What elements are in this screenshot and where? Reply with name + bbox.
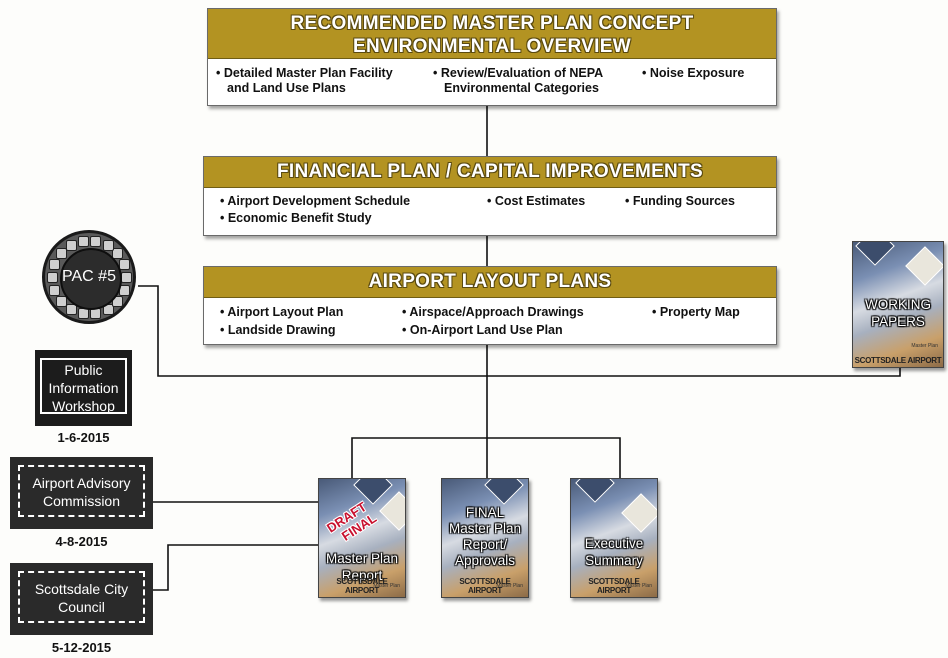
connector-pac-working <box>138 285 901 377</box>
workshop-line3: Workshop <box>52 398 115 414</box>
pac-meeting-table-icon: PAC #5 <box>42 230 136 324</box>
public-information-workshop-box: Public Information Workshop <box>35 350 132 426</box>
workshop-date: 1-6-2015 <box>57 430 110 445</box>
pac-seat <box>47 272 58 283</box>
environmental-title-line2: ENVIRONMENTAL OVERVIEW <box>353 36 631 57</box>
cover-shard <box>379 491 405 531</box>
final-master-plan-report-book: FINAL Master Plan Report/ Approvals Mast… <box>441 478 529 598</box>
working-papers-book: WORKING PAPERS Master Plan SCOTTSDALE AI… <box>852 241 944 368</box>
financial-plan-panel: FINANCIAL PLAN / CAPITAL IMPROVEMENTS • … <box>203 156 777 236</box>
draft-book-subtitle: Master Plan <box>373 583 400 589</box>
final-book-subtitle: Master Plan <box>496 583 523 589</box>
financial-item-4: • Funding Sources <box>625 194 735 208</box>
environmental-item-3: • Noise Exposure <box>642 66 745 80</box>
executive-book-line2: Summary <box>585 553 643 568</box>
working-papers-line2: PAPERS <box>871 314 925 329</box>
pac-seat <box>77 235 89 247</box>
pac-seat <box>102 239 114 251</box>
pac-seat <box>49 284 61 296</box>
pac-seat <box>49 259 61 271</box>
workshop-line2: Information <box>48 380 119 396</box>
pac-seat <box>112 248 124 260</box>
pac-seat <box>112 295 124 307</box>
layout-item-1: • Airport Layout Plan <box>220 305 344 319</box>
working-papers-footer: SCOTTSDALE AIRPORT <box>854 356 942 365</box>
commission-line1: Airport Advisory <box>32 475 131 491</box>
commission-line2: Commission <box>42 493 120 509</box>
connector-outputs-bracket <box>351 437 621 478</box>
working-papers-subtitle: Master Plan <box>911 343 938 349</box>
cover-shard <box>621 493 657 533</box>
workshop-line1: Public <box>64 362 103 378</box>
executive-summary-book: Executive Summary Master Plan SCOTTSDALE… <box>570 478 658 598</box>
council-line1: Scottsdale City <box>34 581 129 597</box>
cover-shard <box>484 479 524 505</box>
cover-shard <box>905 246 943 286</box>
pac-seat <box>90 235 102 247</box>
layout-item-5: • Property Map <box>652 305 740 319</box>
layout-item-3: • Airspace/Approach Drawings <box>402 305 584 319</box>
connector-council-draft <box>153 544 318 591</box>
airport-layout-plans-panel: AIRPORT LAYOUT PLANS • Airport Layout Pl… <box>203 266 777 345</box>
council-line2: Council <box>58 599 105 615</box>
pac-seat <box>55 248 67 260</box>
draft-final-master-plan-book: DRAFT FINAL Master Plan Report Master Pl… <box>318 478 406 598</box>
executive-book-subtitle: Master Plan <box>625 583 652 589</box>
pac-seat <box>65 304 77 316</box>
draft-book-footer: SCOTTSDALE AIRPORT <box>336 577 388 595</box>
financial-item-2: • Economic Benefit Study <box>220 211 372 225</box>
pac-label: PAC #5 <box>62 268 116 285</box>
financial-plan-banner: FINANCIAL PLAN / CAPITAL IMPROVEMENTS <box>204 157 776 188</box>
environmental-overview-panel: RECOMMENDED MASTER PLAN CONCEPT ENVIRONM… <box>207 8 777 106</box>
final-book-footer: SCOTTSDALE AIRPORT <box>459 577 511 595</box>
airport-layout-plans-banner: AIRPORT LAYOUT PLANS <box>204 267 776 298</box>
pac-table-center <box>60 248 122 310</box>
working-papers-line1: WORKING <box>865 297 931 312</box>
environmental-title-line1: RECOMMENDED MASTER PLAN CONCEPT <box>290 13 694 34</box>
airport-advisory-commission-box: Airport Advisory Commission <box>10 457 153 529</box>
financial-item-1: • Airport Development Schedule <box>220 194 411 208</box>
pac-seat <box>55 295 67 307</box>
environmental-item-1: • Detailed Master Plan Facility and Land… <box>216 66 393 95</box>
environmental-overview-banner: RECOMMENDED MASTER PLAN CONCEPT ENVIRONM… <box>208 9 776 59</box>
environmental-item-2: • Review/Evaluation of NEPA Environmenta… <box>433 66 604 95</box>
final-book-line1: FINAL <box>465 505 505 520</box>
pac-seat <box>65 239 77 251</box>
final-book-line4: Approvals <box>454 553 516 568</box>
pac-seat <box>118 259 130 271</box>
cover-shard <box>575 479 615 503</box>
financial-item-3: • Cost Estimates <box>487 194 586 208</box>
executive-book-line1: Executive <box>584 536 644 551</box>
draft-book-line2: Report <box>341 568 383 583</box>
layout-item-4: • On-Airport Land Use Plan <box>402 323 563 337</box>
commission-date: 4-8-2015 <box>55 534 108 549</box>
executive-book-footer: SCOTTSDALE AIRPORT <box>588 577 640 595</box>
council-date: 5-12-2015 <box>51 640 112 655</box>
draft-stamp: DRAFT FINAL <box>324 499 380 544</box>
final-book-line3: Report/ <box>462 537 508 552</box>
layout-item-2: • Landside Drawing <box>220 323 336 337</box>
scottsdale-city-council-box: Scottsdale City Council <box>10 563 153 635</box>
draft-book-line1: Master Plan <box>325 551 399 566</box>
cover-shard <box>855 242 895 266</box>
final-book-line2: Master Plan <box>448 521 522 536</box>
